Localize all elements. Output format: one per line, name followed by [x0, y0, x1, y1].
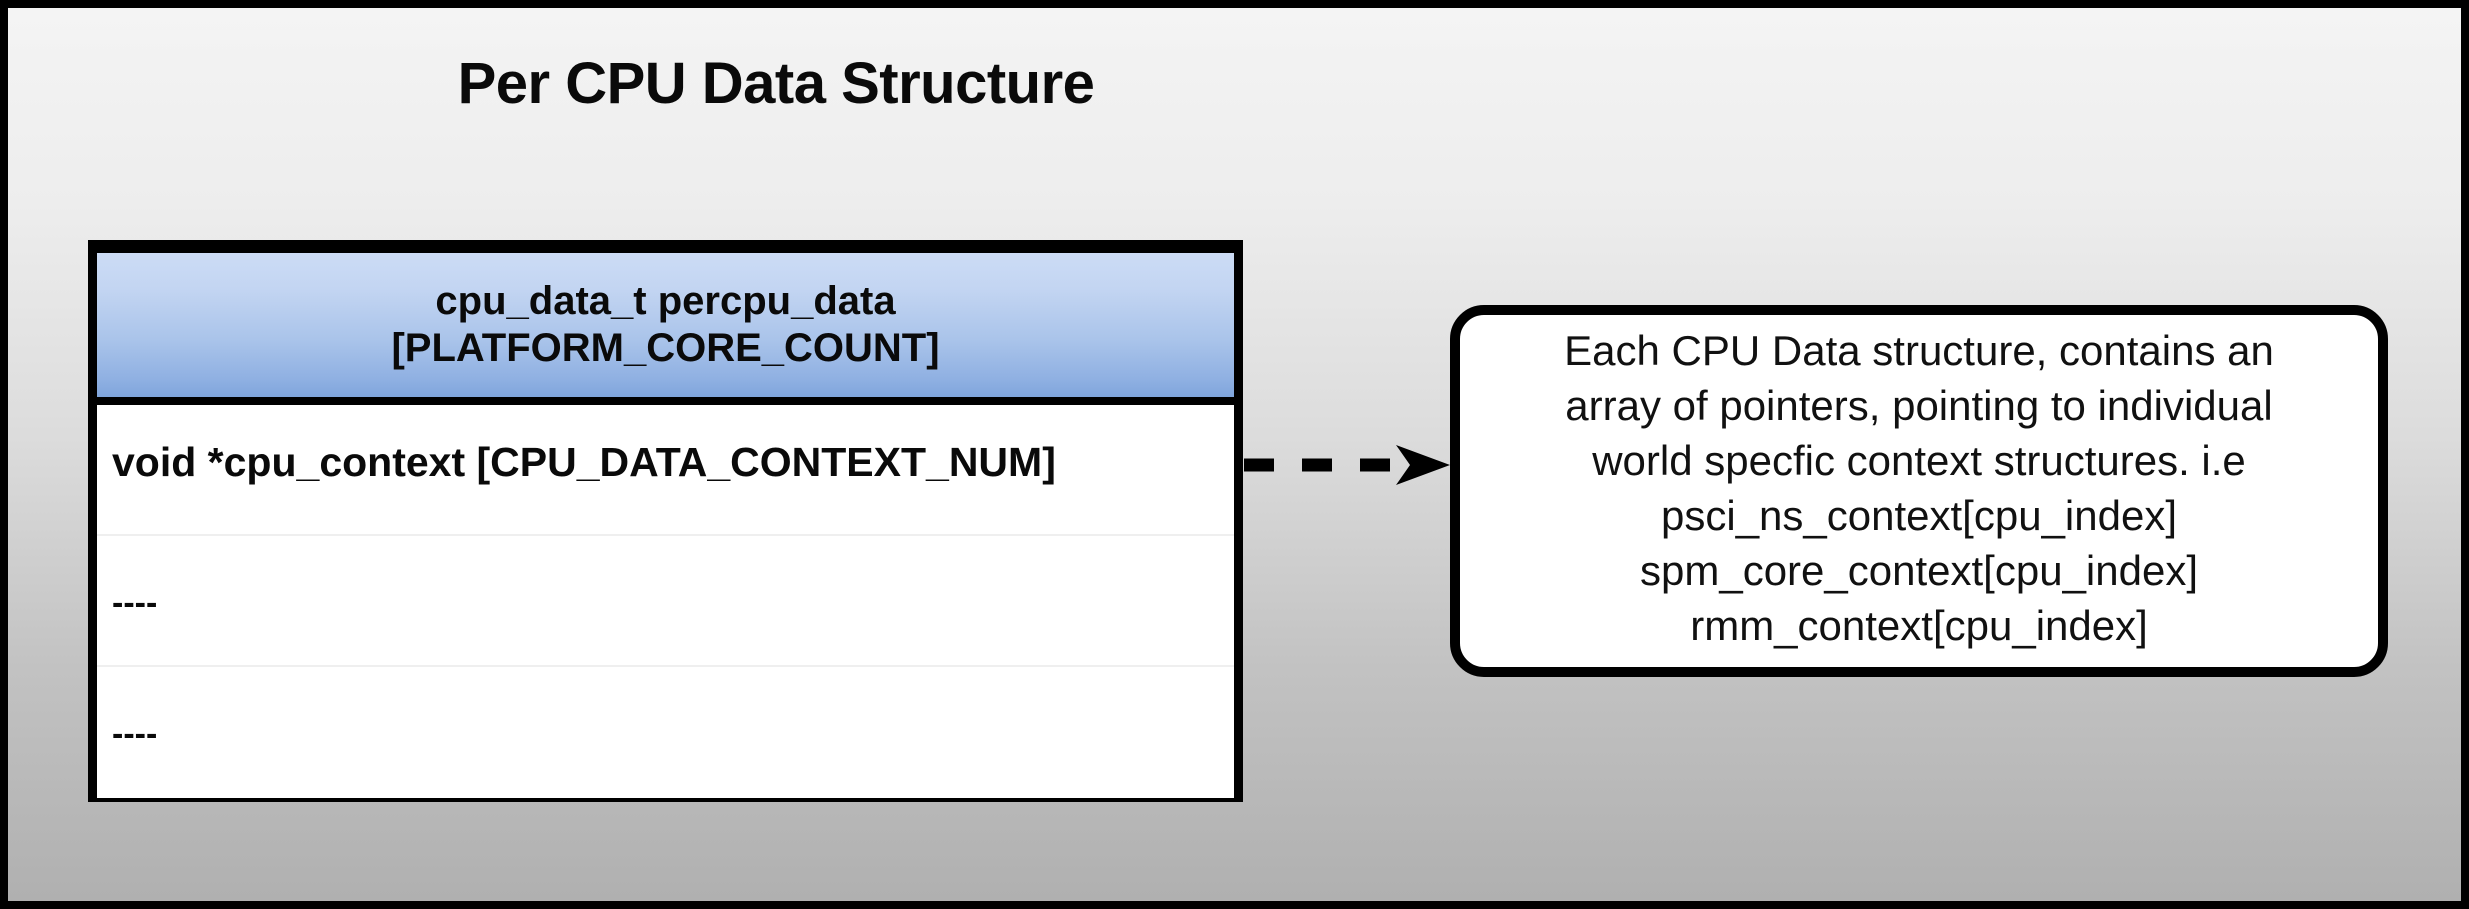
struct-field-placeholder-2: ----	[112, 715, 158, 753]
callout-line: Each CPU Data structure, contains an	[1564, 327, 2274, 374]
dashed-arrow-connector	[1244, 444, 1454, 486]
struct-table-header: cpu_data_t percpu_data [PLATFORM_CORE_CO…	[97, 253, 1234, 405]
callout-line: spm_core_context[cpu_index]	[1640, 547, 2198, 594]
table-row: ----	[97, 667, 1234, 798]
dashed-arrow-icon	[1244, 445, 1450, 485]
callout-line: psci_ns_context[cpu_index]	[1661, 492, 2177, 539]
struct-field-placeholder-1: ----	[112, 584, 158, 622]
callout-note: Each CPU Data structure, contains an arr…	[1450, 305, 2388, 677]
struct-header-array-size: [PLATFORM_CORE_COUNT]	[391, 326, 940, 370]
callout-line: array of pointers, pointing to individua…	[1565, 382, 2273, 429]
table-row: void *cpu_context [CPU_DATA_CONTEXT_NUM]	[97, 405, 1234, 536]
callout-line: world specfic context structures. i.e	[1592, 437, 2246, 484]
percpu-data-struct-table: cpu_data_t percpu_data [PLATFORM_CORE_CO…	[88, 240, 1243, 802]
callout-line: rmm_context[cpu_index]	[1690, 602, 2148, 649]
table-row: ----	[97, 536, 1234, 667]
struct-header-type-name: cpu_data_t percpu_data	[435, 279, 896, 323]
page-title: Per CPU Data Structure	[457, 51, 1095, 116]
struct-field-cpu-context: void *cpu_context [CPU_DATA_CONTEXT_NUM]	[112, 439, 1056, 485]
